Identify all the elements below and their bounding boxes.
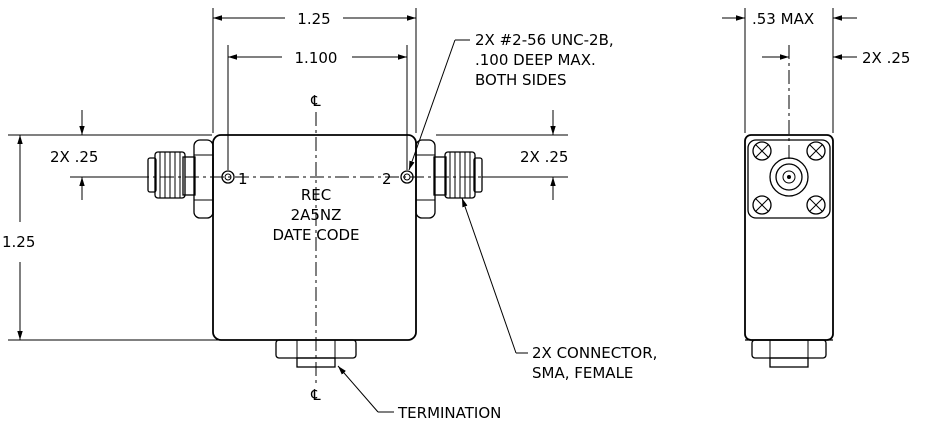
side-dimensions: .53 MAX 2X .25 xyxy=(722,8,910,133)
thread-note-line-3: BOTH SIDES xyxy=(475,71,567,89)
centerline-symbol-bottom: ℄ xyxy=(310,386,321,404)
termination-note: TERMINATION xyxy=(397,404,501,422)
screw-bottom-left xyxy=(752,195,772,215)
side-termination xyxy=(751,339,827,368)
side-view xyxy=(744,45,834,368)
left-sma-connector xyxy=(147,139,214,219)
connector-note-line-2: SMA, FEMALE xyxy=(532,364,633,382)
dim-right-connector-offset: 2X .25 xyxy=(520,148,568,166)
screw-bottom-right xyxy=(806,195,826,215)
thread-note-line-2: .100 DEEP MAX. xyxy=(475,51,596,69)
port-2-label: 2 xyxy=(382,170,392,188)
front-view: 1 2 REC 2A5NZ DATE CODE ℄ ℄ xyxy=(135,92,500,404)
body-text-line-3: DATE CODE xyxy=(272,226,359,244)
screw-top-right xyxy=(806,141,826,161)
side-sma-connector-face xyxy=(769,157,809,197)
body-text-line-1: REC xyxy=(301,186,331,204)
screw-top-left xyxy=(752,141,772,161)
dim-overall-height: 1.25 xyxy=(2,233,35,251)
thread-note-line-1: 2X #2-56 UNC-2B, xyxy=(475,31,614,49)
right-sma-connector xyxy=(415,139,483,219)
dim-left-connector-offset: 2X .25 xyxy=(50,148,98,166)
centerline-symbol-top: ℄ xyxy=(310,92,321,110)
side-housing xyxy=(744,134,834,341)
dim-side-connector-offset: 2X .25 xyxy=(862,49,910,67)
dim-hole-spacing: 1.100 xyxy=(295,49,338,67)
front-dimensions: 1.25 1.100 1.25 2X .25 2X .25 xyxy=(2,8,568,341)
dim-overall-width: 1.25 xyxy=(297,10,330,28)
body-text-line-2: 2A5NZ xyxy=(291,206,342,224)
notes: 2X #2-56 UNC-2B, .100 DEEP MAX. BOTH SID… xyxy=(337,31,657,422)
port-1-label: 1 xyxy=(238,170,248,188)
dim-max-thickness: .53 MAX xyxy=(752,10,814,28)
connector-note-line-1: 2X CONNECTOR, xyxy=(532,344,657,362)
